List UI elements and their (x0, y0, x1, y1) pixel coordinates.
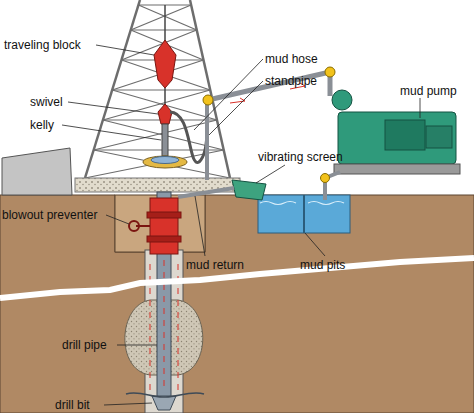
standpipe (205, 100, 209, 180)
bop-flange (147, 212, 181, 218)
leader-line (209, 81, 263, 135)
part-label: drill bit (55, 398, 90, 412)
bop-flange (147, 236, 181, 242)
kelly (162, 124, 168, 156)
mud-surface (260, 202, 344, 205)
drill-bit (152, 396, 176, 410)
part-label: mud return (186, 258, 244, 272)
pit-divider (303, 195, 305, 233)
part-label: mud hose (265, 52, 318, 66)
building (2, 148, 72, 195)
drill-bit-cutter (126, 393, 204, 397)
rotary-table (143, 156, 187, 168)
pump-motor (385, 120, 425, 150)
leader-line (96, 45, 154, 55)
leader-line (305, 233, 325, 256)
derrick-brace (94, 120, 217, 150)
bop-valve-wheel (129, 221, 139, 231)
swivel (158, 104, 172, 124)
depth-break (0, 258, 474, 298)
derrick-brace (131, 29, 197, 30)
pump-gearbox (426, 126, 452, 148)
derrick-brace (131, 5, 191, 30)
derrick-brace (139, 5, 197, 30)
leader-line (420, 98, 421, 118)
vibrating-screen (232, 180, 266, 200)
leader-line (104, 403, 152, 405)
blowout-preventer (150, 198, 178, 254)
part-label: standpipe (265, 74, 317, 88)
part-label: vibrating screen (258, 150, 343, 164)
leader-line (194, 59, 263, 130)
leader-lines (62, 45, 420, 405)
derrick-leg (85, 0, 140, 178)
leader-line (256, 165, 285, 183)
traveling-block (154, 40, 176, 88)
pump-dampener (332, 90, 352, 110)
leader-line (106, 215, 129, 224)
mud-pits (258, 195, 350, 233)
part-label: mud pits (300, 258, 345, 272)
leader-line (62, 125, 161, 140)
derrick-brace (112, 89, 210, 90)
leader-line (117, 345, 157, 346)
ground (0, 195, 474, 413)
mud-hose (170, 112, 207, 162)
derrick-leg (190, 0, 230, 178)
pipe-elbow (321, 174, 330, 183)
hoist-line (164, 5, 166, 42)
mud-return-line (178, 188, 234, 197)
pump-discharge-line (208, 72, 330, 100)
part-label: mud pump (400, 84, 457, 98)
part-label: kelly (30, 118, 54, 132)
part-label: traveling block (4, 38, 81, 52)
flow-arrow (230, 98, 245, 103)
pipe-elbow (325, 67, 335, 77)
part-label: drill pipe (62, 338, 107, 352)
part-label: blowout preventer (2, 208, 97, 222)
leader-line (68, 102, 158, 114)
part-label: swivel (30, 95, 63, 109)
pump-skid (334, 164, 460, 174)
derrick-brace (103, 90, 210, 120)
leader-line (195, 196, 205, 256)
mud-pump (338, 112, 456, 164)
rotary-table (151, 157, 179, 164)
pipe-elbow (203, 95, 213, 105)
